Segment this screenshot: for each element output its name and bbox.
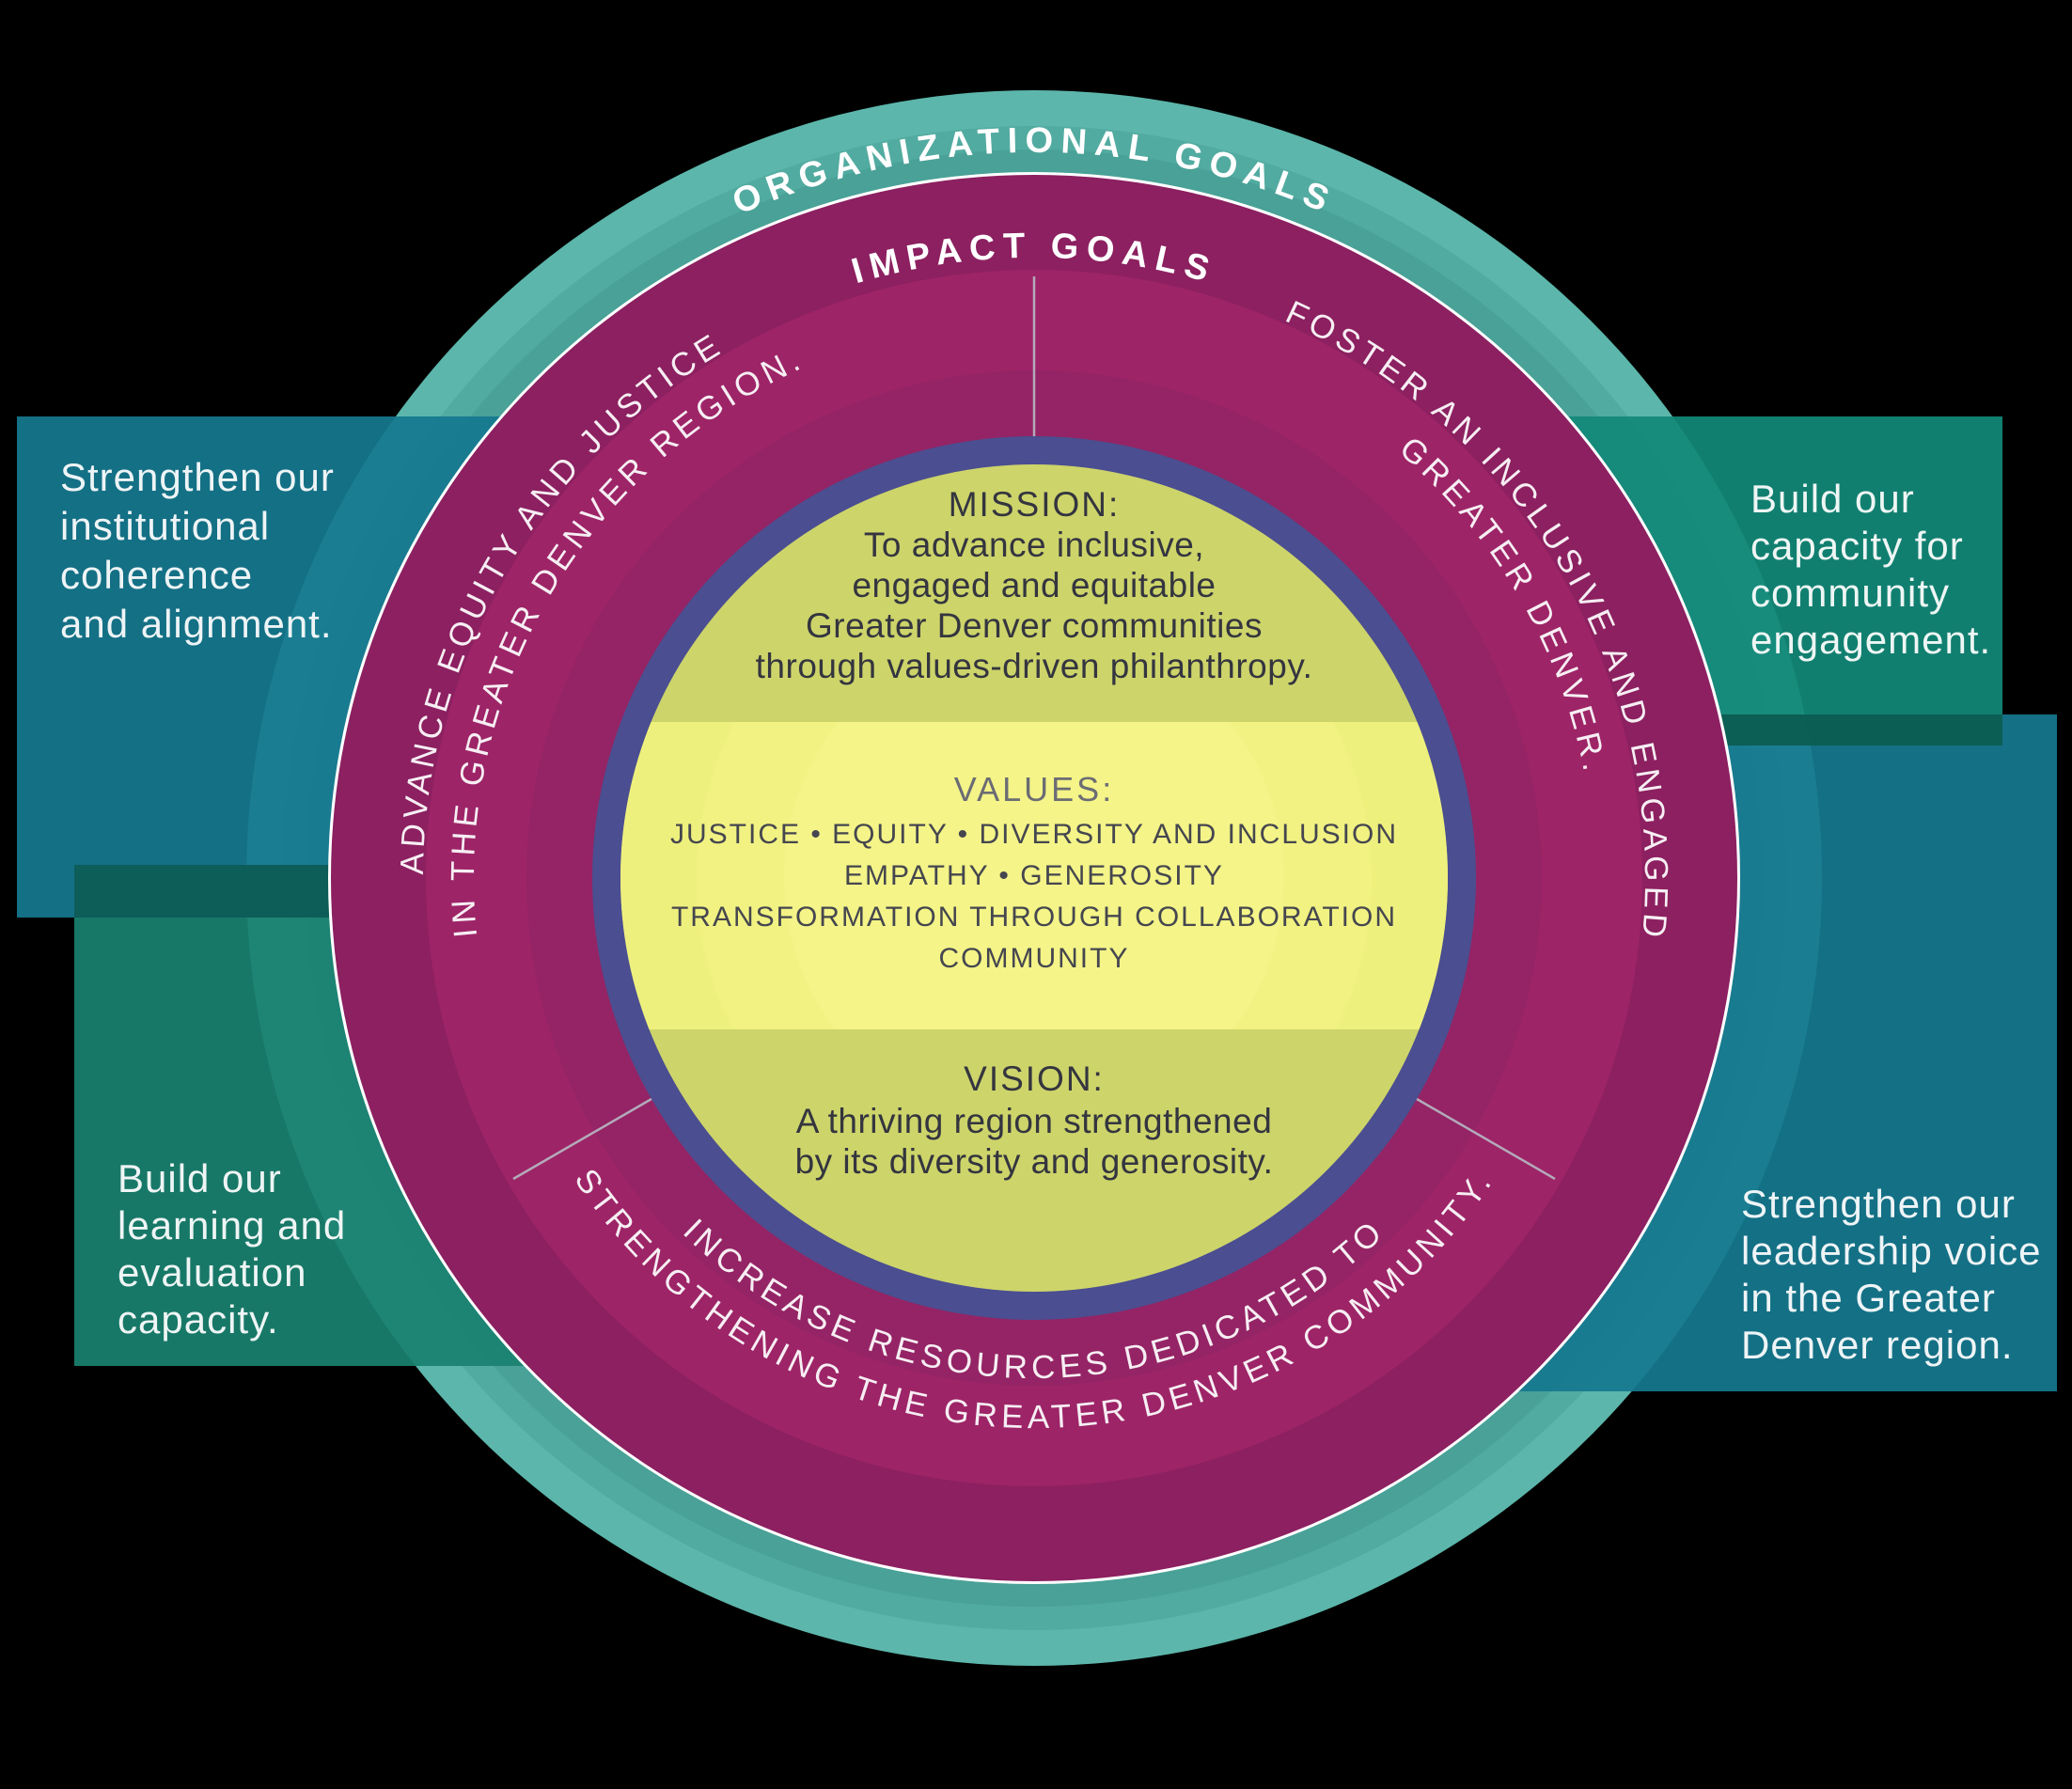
values-line: TRANSFORMATION THROUGH COLLABORATION bbox=[671, 902, 1397, 933]
values-band bbox=[620, 722, 1448, 1029]
goal-box-texts: Strengthen our institutional coherence a… bbox=[60, 455, 2042, 1367]
goal-bottom-left-line: evaluation bbox=[118, 1250, 306, 1295]
vision-line: by its diversity and generosity. bbox=[795, 1142, 1274, 1181]
goal-bottom-right-line: Strengthen our bbox=[1741, 1182, 2016, 1226]
white-separator-ring bbox=[328, 172, 1740, 1584]
values-line: JUSTICE • EQUITY • DIVERSITY AND INCLUSI… bbox=[670, 819, 1398, 850]
mission-line: To advance inclusive, bbox=[864, 526, 1204, 564]
mission-line: Greater Denver communities bbox=[806, 606, 1263, 645]
values-line: COMMUNITY bbox=[939, 943, 1130, 974]
goal-bottom-right-line: in the Greater bbox=[1741, 1276, 1996, 1320]
goal-top-right-line: capacity for bbox=[1750, 524, 1964, 568]
values-line: EMPATHY • GENEROSITY bbox=[844, 860, 1224, 891]
divider-lower-right bbox=[1416, 1097, 1556, 1181]
center-text-block: MISSION: To advance inclusive, engaged a… bbox=[670, 485, 1398, 1181]
mission-line: through values-driven philanthropy. bbox=[756, 647, 1313, 685]
mission-heading: MISSION: bbox=[949, 485, 1121, 524]
goal-top-left-line: Strengthen our bbox=[60, 455, 335, 499]
goal-bottom-left-line: Build our bbox=[118, 1156, 282, 1201]
mission-line: engaged and equitable bbox=[852, 566, 1216, 604]
goal-top-right-line: Build our bbox=[1750, 477, 1915, 521]
goal-top-left-line: institutional bbox=[60, 504, 270, 548]
vision-line: A thriving region strengthened bbox=[796, 1102, 1273, 1140]
goal-top-left-line: coherence bbox=[60, 553, 253, 597]
goal-bottom-right-line: Denver region. bbox=[1741, 1323, 2013, 1367]
values-heading: VALUES: bbox=[954, 770, 1114, 808]
values-band-group bbox=[620, 722, 1448, 1029]
goal-bottom-left-line: learning and bbox=[118, 1203, 346, 1248]
goal-top-left-line: and alignment. bbox=[60, 602, 333, 646]
vision-heading: VISION: bbox=[964, 1059, 1105, 1098]
divider-lower-left bbox=[512, 1097, 652, 1181]
goal-bottom-right-line: leadership voice bbox=[1741, 1229, 2042, 1273]
goal-top-right-line: engagement. bbox=[1750, 618, 1991, 662]
goal-bottom-left-line: capacity. bbox=[118, 1297, 279, 1342]
sector-dividers bbox=[512, 276, 1556, 1181]
goal-top-right-line: community bbox=[1750, 571, 1950, 615]
